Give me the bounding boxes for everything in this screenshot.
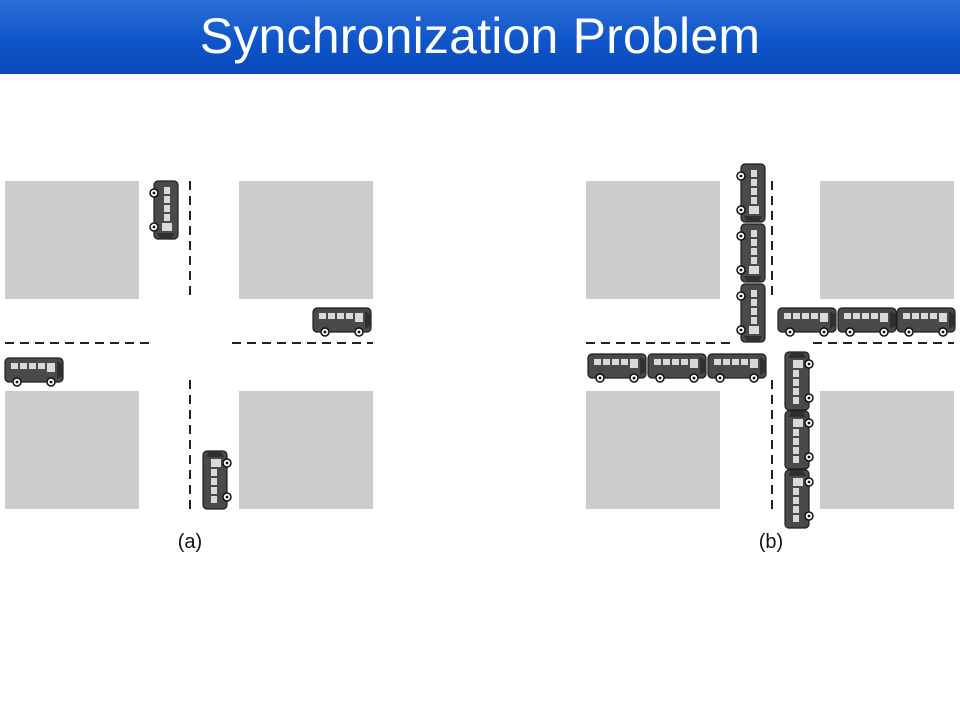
- panel-a: (a): [4, 180, 373, 553]
- bus-icon: [202, 450, 232, 510]
- lane-divider: [5, 181, 373, 510]
- slide-title: Synchronization Problem: [199, 8, 761, 64]
- city-block: [5, 391, 139, 509]
- panel-b: (b): [586, 163, 956, 553]
- panel-caption: (b): [759, 531, 783, 553]
- city-block: [5, 181, 139, 299]
- bus-icon: [587, 353, 647, 383]
- bus-icon: [784, 469, 814, 529]
- city-block: [586, 181, 720, 299]
- bus-icon: [784, 351, 814, 411]
- city-block: [239, 391, 373, 509]
- bus-icon: [4, 357, 64, 387]
- bus-icon: [647, 353, 707, 383]
- bus-icon: [784, 410, 814, 470]
- bus-icon: [777, 307, 837, 337]
- panel-caption: (a): [178, 531, 202, 553]
- bus-icon: [896, 307, 956, 337]
- bus-icon: [736, 283, 766, 343]
- bus-icon: [837, 307, 897, 337]
- bus-icon: [736, 163, 766, 223]
- city-block: [820, 181, 954, 299]
- bus-icon: [312, 307, 372, 337]
- city-block: [820, 391, 954, 509]
- lane-divider: [586, 181, 954, 510]
- title-bar: Synchronization Problem: [0, 0, 960, 74]
- bus-icon: [736, 223, 766, 283]
- city-block: [586, 391, 720, 509]
- bus-icon: [707, 353, 767, 383]
- city-block: [239, 181, 373, 299]
- bus-icon: [149, 180, 179, 240]
